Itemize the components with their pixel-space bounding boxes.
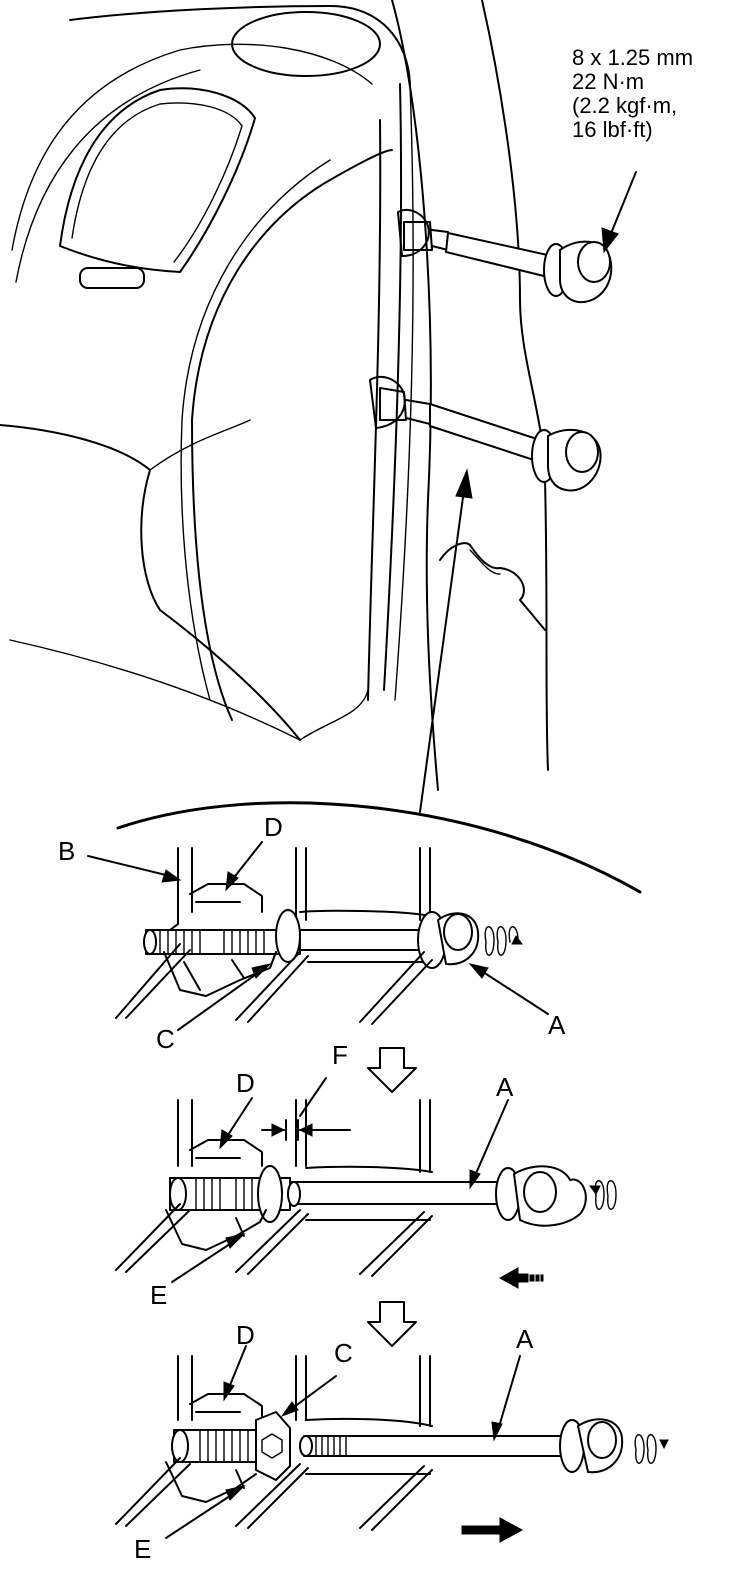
headlight-housing	[0, 0, 549, 791]
label-a-step1: A	[548, 1010, 566, 1040]
step-2-adjuster	[115, 1077, 617, 1289]
step-3-adjuster	[115, 1345, 669, 1543]
torque-specification: 8 x 1.25 mm 22 N·m (2.2 kgf·m, 16 lbf·ft…	[572, 46, 693, 142]
label-c-step1: C	[156, 1024, 175, 1054]
step-1-adjuster	[87, 841, 549, 1031]
label-a-step2: A	[496, 1072, 514, 1102]
label-d-step1: D	[264, 812, 283, 842]
spec-torque-kgfm: (2.2 kgf·m,	[572, 93, 678, 118]
label-f: F	[332, 1040, 348, 1070]
step-arrow-2	[367, 1301, 417, 1347]
torque-spec-arrow	[601, 171, 637, 254]
spec-bolt-size: 8 x 1.25 mm	[572, 45, 694, 70]
label-d-step3: D	[236, 1320, 255, 1350]
detail-callout-arc	[116, 801, 642, 894]
detail-reference-arrow	[419, 468, 473, 813]
label-d-step2: D	[236, 1068, 255, 1098]
step-arrow-1	[367, 1047, 417, 1093]
label-b: B	[58, 836, 76, 866]
label-e-step3: E	[134, 1534, 152, 1564]
spec-torque-nm: 22 N·m	[572, 69, 645, 94]
spec-torque-lbfft: 16 lbf·ft)	[572, 117, 653, 142]
label-c-step3: C	[334, 1338, 353, 1368]
upper-mounting-bolt	[397, 208, 613, 304]
lower-mounting-bolt	[369, 375, 602, 492]
label-e-step2: E	[150, 1280, 168, 1310]
label-a-step3: A	[516, 1324, 534, 1354]
